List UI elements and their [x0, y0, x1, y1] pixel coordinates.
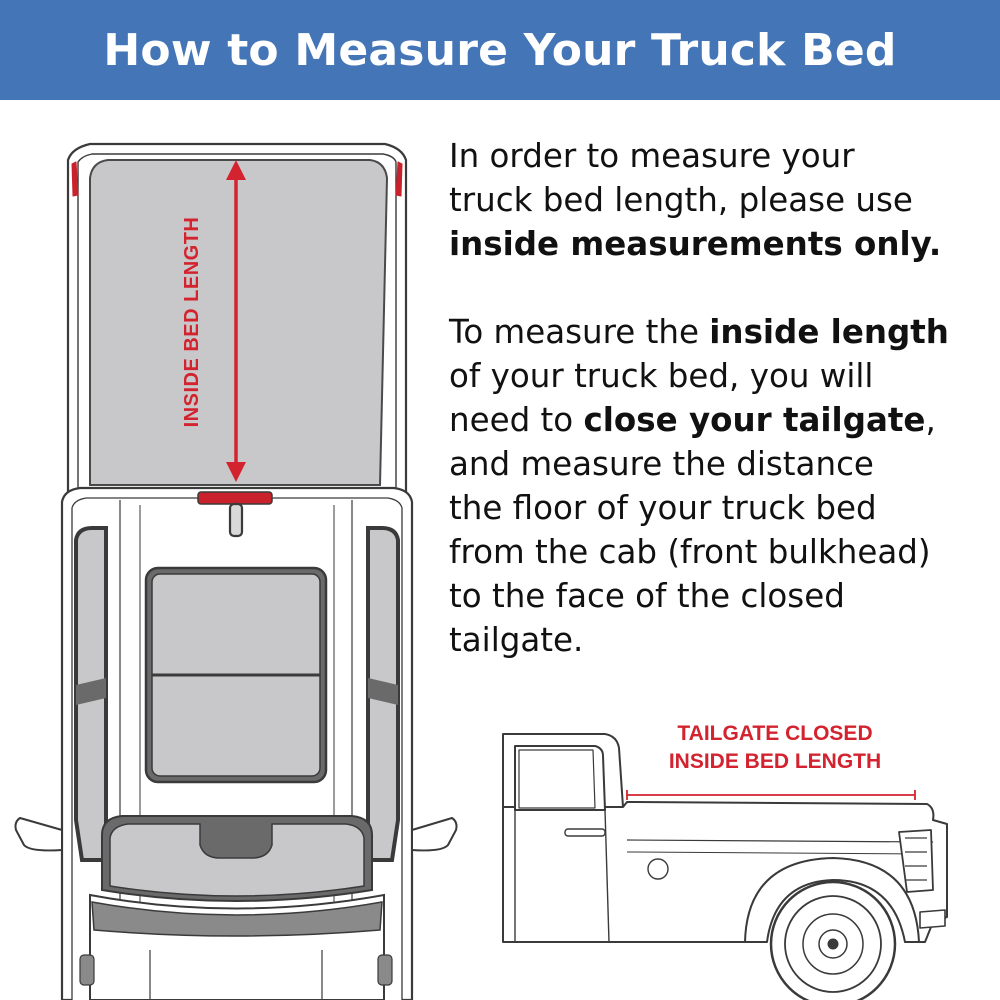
caption-line-2: INSIDE BED LENGTH — [668, 750, 882, 773]
instruction-fragment: To measure the — [449, 313, 710, 351]
caption-line-1: TAILGATE CLOSED — [677, 722, 873, 745]
instruction-line: tailgate. — [449, 621, 584, 659]
instruction-fragment: , — [925, 401, 936, 439]
instruction-line: need to close your tailgate, — [449, 398, 989, 442]
bed-length-arrow — [226, 160, 246, 482]
page-title: How to Measure Your Truck Bed — [103, 24, 897, 76]
truck-side-view-illustration — [502, 733, 948, 1000]
instruction-line: In order to measure your — [449, 137, 855, 175]
instructions-text: In order to measure your truck bed lengt… — [449, 134, 989, 662]
instruction-line: inside measurements only. — [449, 222, 989, 266]
instruction-line: To measure the inside length — [449, 310, 989, 354]
instruction-line: truck bed length, please use — [449, 181, 913, 219]
left-mirror — [14, 816, 63, 852]
instruction-line: from the cab (front bulkhead) — [449, 533, 931, 571]
sunroof — [144, 566, 328, 784]
side-view-caption: TAILGATE CLOSED INSIDE BED LENGTH — [640, 720, 910, 776]
emphasis-text: inside length — [709, 313, 949, 351]
truck-top-view-illustration: INSIDE BED LENGTH — [14, 142, 458, 1000]
right-mirror — [411, 816, 458, 852]
instruction-line: the floor of your truck bed — [449, 489, 877, 527]
instruction-line: and measure the distance — [449, 445, 874, 483]
emphasis-text: close your tailgate — [583, 401, 926, 439]
side-bed-length-line — [626, 790, 916, 800]
title-banner: How to Measure Your Truck Bed — [0, 0, 1000, 100]
emphasis-text: inside measurements only. — [449, 225, 942, 263]
instruction-line: to the face of the closed — [449, 577, 845, 615]
inside-bed-length-label: INSIDE BED LENGTH — [181, 217, 203, 428]
truck-bed-floor — [89, 159, 389, 486]
truck-body-outline — [502, 801, 948, 943]
instruction-line: of your truck bed, you will — [449, 357, 874, 395]
instruction-fragment: need to — [449, 401, 584, 439]
rear-wheel — [769, 880, 897, 1000]
